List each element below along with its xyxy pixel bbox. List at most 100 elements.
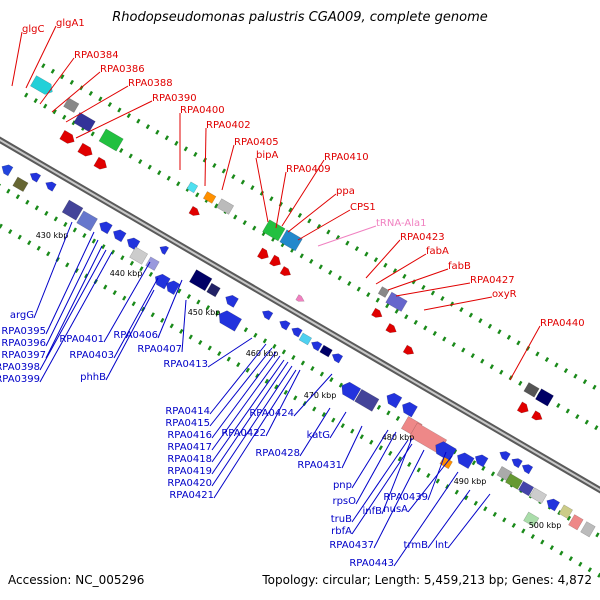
forward-gene-label-leader [204, 127, 207, 187]
forward-track-dots-outer [487, 323, 493, 329]
forward-track-dots-outer [98, 96, 103, 102]
forward-track-dots-inner [556, 402, 561, 408]
reverse-gene-label: RPA0406 [113, 330, 158, 341]
reverse-track-dots-outer [188, 334, 193, 340]
reverse-gene-label-leader [211, 365, 293, 487]
forward-track-dots-inner [413, 319, 418, 325]
forward-track-dots-outer [582, 379, 588, 385]
reverse-gene-label-leader [39, 251, 113, 383]
reverse-track-dots-outer [283, 389, 288, 395]
reverse-track-dots-outer [359, 434, 364, 440]
reverse-gene-label-leader [355, 431, 397, 505]
forward-track-dots-outer [468, 312, 474, 318]
reverse-gene-label: RPA0439 [383, 492, 428, 503]
reverse-gene-label: rbfA [331, 526, 352, 537]
forward-gene [279, 265, 292, 277]
reverse-gene-label: RPA0414 [165, 406, 210, 417]
reverse-track-dots-outer [46, 251, 51, 257]
forward-track-dots-inner [166, 175, 171, 181]
forward-gene-label-leader [287, 193, 337, 233]
forward-track-dots-inner [442, 336, 447, 342]
forward-track-dots-outer [544, 356, 550, 362]
reverse-track-dots-inner [129, 260, 135, 266]
forward-track-dots-inner [318, 264, 323, 270]
forward-track-dots-outer [535, 351, 540, 357]
reverse-track-dots-inner [186, 293, 192, 300]
reverse-track-dots-outer [521, 528, 526, 534]
forward-track-dots-outer [316, 223, 322, 229]
forward-gene-label-leader [275, 171, 287, 229]
forward-track-dots-outer [259, 190, 265, 196]
forward-gene [98, 128, 124, 152]
reverse-track-dots-outer [255, 373, 260, 379]
forward-gene [77, 142, 93, 157]
reverse-gene-label-leader [33, 221, 73, 319]
reverse-track-dots-outer [578, 561, 583, 567]
reverse-gene-label: RPA0418 [167, 454, 212, 465]
forward-track-dots-inner [385, 303, 390, 309]
reverse-track-dots-inner [595, 532, 600, 538]
forward-gene [385, 291, 408, 312]
reverse-track-dots-inner [196, 299, 201, 305]
reverse-track-dots-outer [103, 284, 108, 290]
forward-gene [516, 401, 529, 414]
reverse-track-dots-inner [110, 249, 116, 255]
reverse-track-dots-inner [72, 227, 78, 233]
forward-track-dots-outer [221, 168, 227, 174]
scale-tick-label: 430 kbp [36, 231, 69, 240]
forward-track-dots-inner [242, 220, 247, 226]
reverse-gene [126, 237, 141, 251]
reverse-gene-label: RPA0422 [221, 428, 266, 439]
forward-track-dots-outer [183, 146, 189, 152]
forward-gene [262, 219, 286, 242]
reverse-track-dots-inner [262, 338, 268, 344]
forward-gene-label: ppa [336, 186, 355, 197]
reverse-track-dots-inner [6, 188, 11, 194]
reverse-track-dots-inner [395, 415, 401, 421]
forward-track-dots-outer [240, 179, 246, 185]
map-title-text: Rhodopseudomonas palustris CGA009, compl… [112, 10, 488, 25]
forward-track-dots-inner [432, 330, 437, 336]
reverse-track-dots-inner [243, 327, 249, 333]
reverse-gene [341, 381, 362, 402]
reverse-gene [457, 452, 475, 470]
forward-track-dots-outer [60, 74, 65, 80]
reverse-gene-label-leader [209, 343, 267, 415]
forward-track-dots-inner [176, 181, 181, 187]
forward-track-dots-inner [480, 358, 485, 364]
forward-gene-label: fabB [448, 261, 471, 272]
forward-track-dots-outer [174, 140, 179, 146]
forward-track-dots-outer [506, 334, 512, 340]
forward-gene [279, 229, 303, 252]
reverse-track-dots-outer [549, 545, 554, 551]
reverse-gene [580, 521, 596, 538]
reverse-gene-label-leader [427, 451, 447, 501]
reverse-gene [129, 246, 149, 265]
reverse-gene-label-leader [427, 489, 471, 549]
reverse-track-dots-outer [293, 395, 298, 401]
forward-gene-label-leader [317, 225, 377, 247]
reverse-track-dots-inner [338, 382, 344, 388]
reverse-gene-label: pnp [333, 480, 352, 491]
forward-track-dots-outer [326, 229, 331, 235]
forward-gene-label: RPA0405 [234, 137, 279, 148]
forward-gene-label-leader [65, 85, 129, 123]
forward-track-dots-outer [354, 246, 360, 252]
reverse-gene-label: RPA0395 [1, 326, 46, 337]
reverse-track-dots-outer [169, 323, 174, 329]
forward-track-dots-inner [157, 170, 162, 176]
forward-track-dots-inner [299, 253, 304, 259]
reverse-gene-label-leader [105, 289, 155, 381]
forward-gene-label-leader [25, 25, 57, 89]
forward-track-dots-inner [233, 214, 238, 220]
reverse-gene-label: nusA [383, 504, 408, 515]
reverse-gene [298, 332, 313, 346]
forward-track-dots-outer [193, 151, 198, 157]
reverse-track-dots-inner [177, 288, 182, 294]
scale-tick-label: 500 kbp [529, 521, 562, 530]
reverse-track-dots-outer [17, 234, 22, 240]
forward-track-dots-outer [269, 196, 274, 202]
reverse-track-dots-outer [321, 412, 326, 418]
reverse-gene-label: RPA0428 [255, 448, 300, 459]
forward-track-dots-inner [499, 369, 504, 375]
